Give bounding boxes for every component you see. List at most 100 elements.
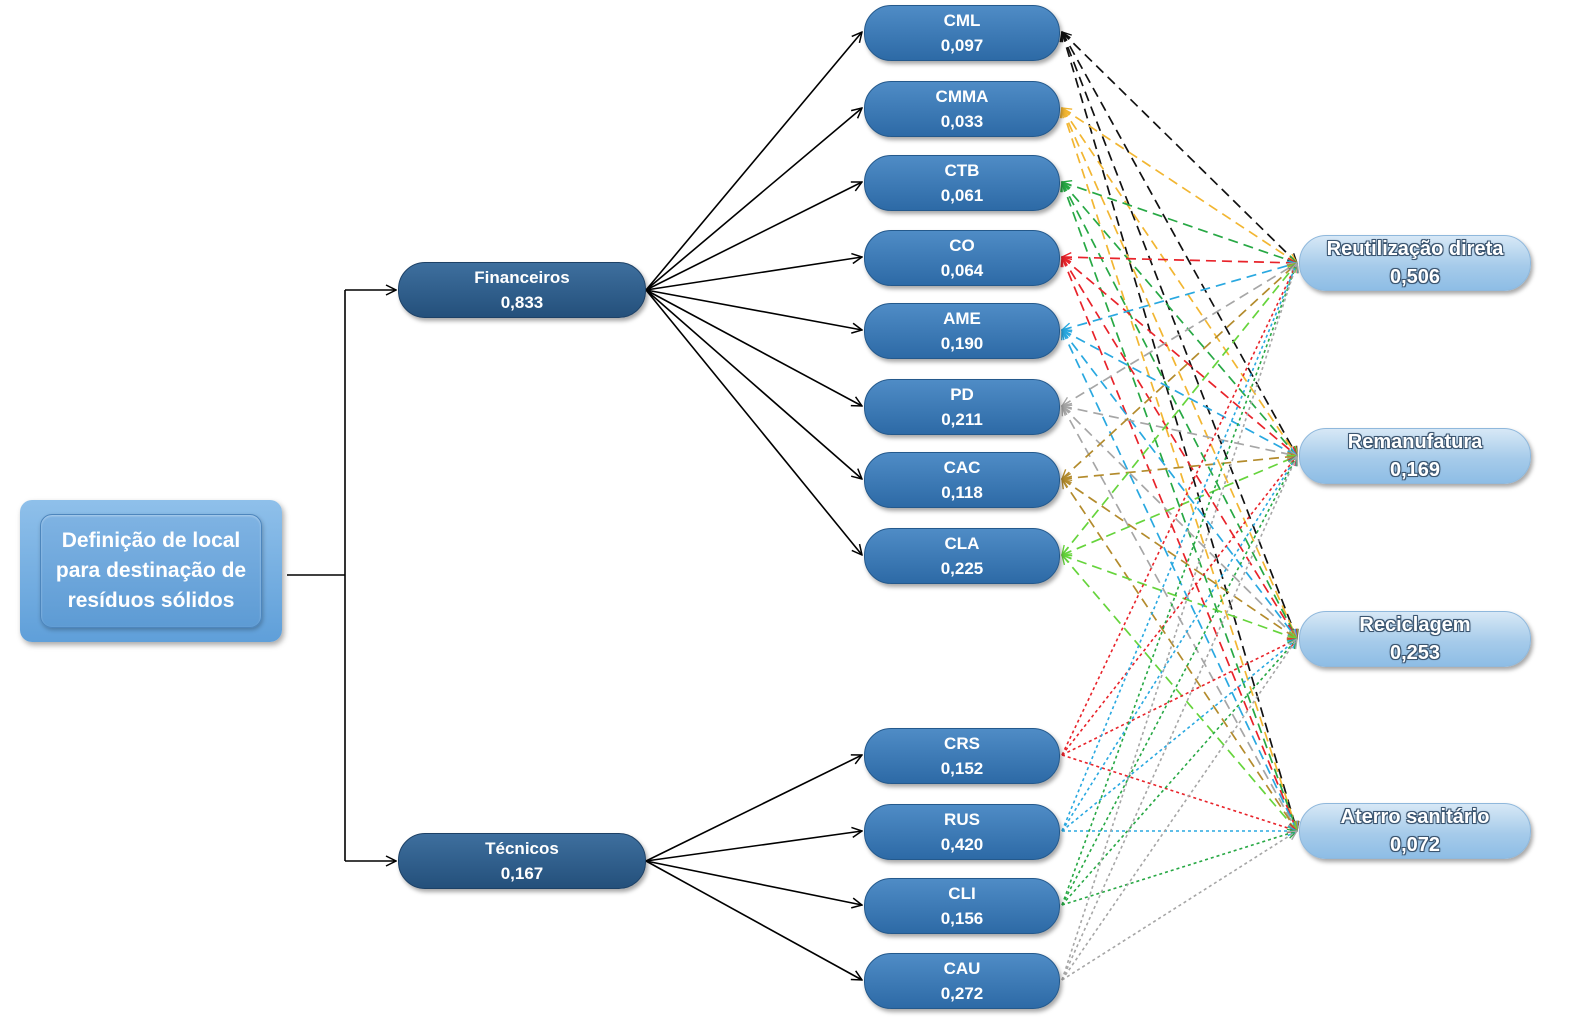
comparison-line: [1062, 329, 1297, 457]
criterion-node-cmma: CMMA 0,033: [864, 81, 1060, 137]
criterion-node-pd: PD 0,211: [864, 379, 1060, 435]
criterion-arrow: [645, 108, 862, 291]
criterion-arrow: [645, 289, 862, 555]
criterion-value: 0,152: [940, 759, 984, 778]
alternative-label: Reciclagem: [1359, 614, 1471, 636]
alternative-node-remanufatura: Remanufatura 0,169: [1299, 428, 1531, 484]
goal-box: Definição de local para destinação de re…: [20, 500, 282, 642]
alternative-node-reciclagem: Reciclagem 0,253: [1299, 611, 1531, 667]
criterion-value: 0,225: [940, 559, 984, 578]
criterion-arrow: [645, 289, 862, 330]
criterion-value: 0,272: [940, 984, 984, 1003]
criterion-label: CTB: [944, 161, 980, 180]
criterion-label: CLA: [944, 534, 980, 553]
criterion-label: CMMA: [935, 87, 989, 106]
comparison-line: [1061, 263, 1297, 756]
comparison-line: [1061, 456, 1297, 981]
comparison-line: [1062, 555, 1297, 831]
comparison-line: [1062, 406, 1297, 639]
criterion-arrow: [645, 860, 862, 905]
comparison-line: [1062, 257, 1297, 263]
criterion-value: 0,118: [941, 483, 983, 502]
comparison-line: [1061, 831, 1297, 906]
criterion-value: 0,211: [941, 410, 983, 429]
criterion-node-cau: CAU 0,272: [864, 953, 1060, 1009]
group-node-tecnicos: Técnicos 0,167: [398, 833, 646, 889]
comparison-line: [1062, 182, 1297, 456]
group-value: 0,167: [500, 864, 544, 883]
comparison-line: [1062, 108, 1297, 263]
comparison-line: [1062, 456, 1297, 555]
criterion-arrow: [645, 289, 862, 406]
comparison-line: [1062, 456, 1297, 479]
comparison-line: [1062, 108, 1297, 639]
criterion-node-ame: AME 0,190: [864, 303, 1060, 359]
comparison-line: [1061, 639, 1297, 832]
alternative-node-aterro: Aterro sanitário 0,072: [1299, 803, 1531, 859]
criterion-label: CO: [949, 236, 975, 255]
alternative-value: 0,506: [1389, 266, 1441, 288]
comparison-line: [1061, 639, 1297, 981]
criterion-arrow: [645, 32, 862, 291]
comparison-line: [1062, 257, 1297, 456]
criterion-value: 0,156: [940, 909, 984, 928]
criterion-label: CML: [943, 11, 981, 30]
comparison-line: [1061, 639, 1297, 906]
goal-label: Definição de local para destinação de re…: [40, 514, 262, 628]
criterion-value: 0,064: [940, 261, 984, 280]
criterion-value: 0,097: [940, 36, 984, 55]
comparison-line: [1062, 479, 1297, 639]
comparison-line: [1062, 263, 1297, 555]
criterion-value: 0,033: [940, 112, 984, 131]
criterion-node-rus: RUS 0,420: [864, 804, 1060, 860]
comparison-line: [1062, 263, 1297, 406]
alternative-value: 0,072: [1389, 834, 1441, 856]
comparison-line: [1062, 32, 1297, 263]
comparison-line: [1062, 479, 1297, 831]
alternative-value: 0,169: [1389, 459, 1441, 481]
criterion-arrow: [645, 831, 862, 862]
comparison-line: [1061, 754, 1297, 831]
comparison-line: [1061, 263, 1297, 981]
alternative-label: Reutilização direta: [1326, 238, 1504, 260]
criterion-node-cac: CAC 0,118: [864, 452, 1060, 508]
criterion-label: CLI: [948, 884, 976, 903]
criterion-arrow: [645, 289, 862, 479]
criterion-value: 0,190: [940, 334, 984, 353]
comparison-line: [1062, 182, 1297, 831]
criterion-arrow: [645, 257, 862, 291]
criterion-node-cla: CLA 0,225: [864, 528, 1060, 584]
criterion-node-cli: CLI 0,156: [864, 878, 1060, 934]
criterion-arrow: [645, 860, 862, 980]
comparison-line: [1062, 257, 1297, 831]
criterion-node-co: CO 0,064: [864, 230, 1060, 286]
alternative-label: Aterro sanitário: [1340, 806, 1490, 828]
criterion-node-crs: CRS 0,152: [864, 728, 1060, 784]
comparison-line: [1061, 263, 1297, 832]
criterion-label: CAC: [943, 458, 981, 477]
comparison-line: [1061, 263, 1297, 906]
criterion-node-ctb: CTB 0,061: [864, 155, 1060, 211]
alternative-value: 0,253: [1389, 642, 1441, 664]
comparison-line: [1062, 263, 1297, 479]
criterion-label: CAU: [943, 959, 981, 978]
group-node-financeiros: Financeiros 0,833: [398, 262, 646, 318]
criterion-arrow: [645, 182, 862, 291]
comparison-line: [1061, 456, 1297, 906]
comparison-line: [1061, 831, 1297, 981]
criterion-label: PD: [950, 385, 974, 404]
group-label: Financeiros: [474, 268, 570, 287]
comparison-line: [1061, 456, 1297, 832]
criterion-value: 0,061: [940, 186, 984, 205]
alternative-label: Remanufatura: [1347, 431, 1483, 453]
group-value: 0,833: [500, 293, 544, 312]
alternative-node-reutilizacao: Reutilização direta 0,506: [1299, 235, 1531, 291]
comparison-line: [1062, 330, 1297, 639]
comparison-line: [1062, 406, 1297, 831]
criterion-value: 0,420: [940, 835, 984, 854]
group-label: Técnicos: [485, 839, 559, 858]
criterion-node-cml: CML 0,097: [864, 5, 1060, 61]
criterion-label: AME: [943, 309, 981, 328]
criterion-label: CRS: [944, 734, 980, 753]
